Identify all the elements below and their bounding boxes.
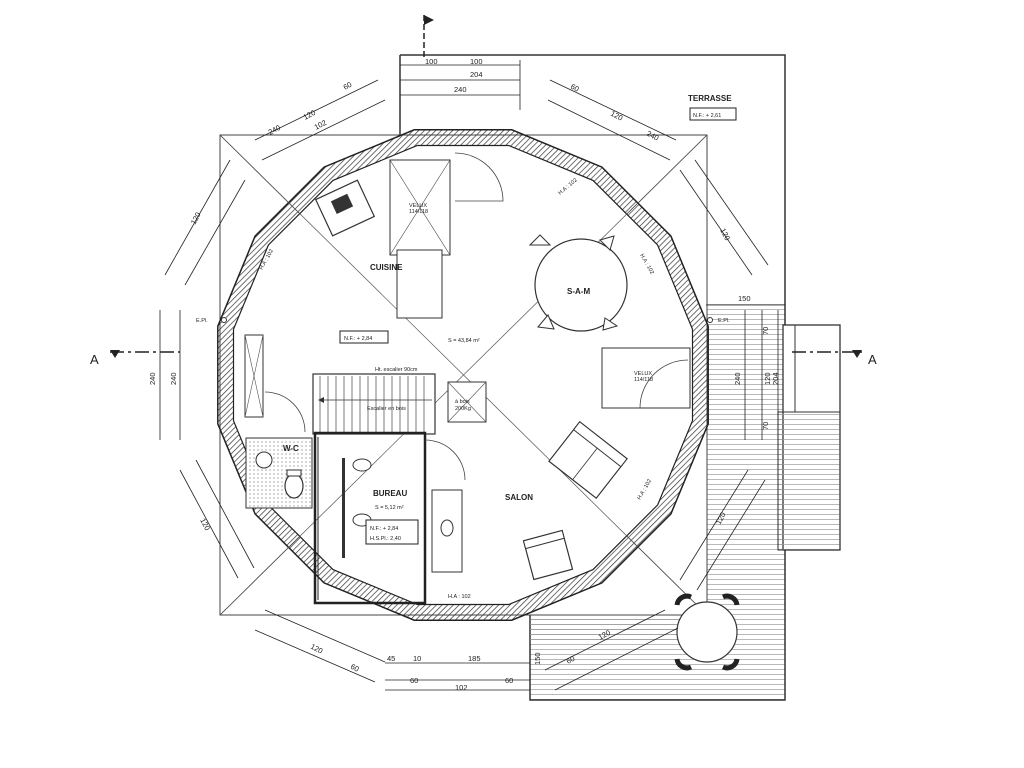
dim-label: 60 (349, 662, 361, 674)
wood-storage (447, 381, 487, 423)
section-label-left: A (90, 352, 99, 367)
velux-size: 114/118 (409, 209, 428, 215)
velux-right-size: 114/118 (634, 377, 653, 383)
terrace-label: TERRASSE (688, 94, 732, 103)
dim-label: 120 (718, 227, 732, 242)
level-tag (339, 330, 389, 344)
dim-label: 70 (761, 422, 770, 430)
dim-label: 45 (387, 654, 395, 663)
room-wc: W-C (283, 444, 299, 453)
velux-right-label: VELUX (634, 371, 652, 377)
dim-label: 150 (738, 294, 751, 303)
stair-note: Ht. escalier 90cm (375, 367, 418, 373)
dim-label: 10 (413, 654, 421, 663)
dim-label: 240 (148, 372, 157, 385)
dim-label: 120 (609, 109, 624, 123)
heating-left: E.Pl. (196, 318, 208, 324)
stair-storage: Escalier en bois (367, 406, 406, 412)
terrace-level: N.F.: + 2,61 (693, 113, 721, 119)
sofa (548, 420, 628, 500)
dim-label: 120 (302, 108, 317, 122)
dim-label: 204 (771, 372, 780, 385)
room-living: SALON (505, 493, 533, 502)
section-marker-left (110, 350, 180, 358)
section-marker-right (792, 350, 862, 358)
dim-top (400, 60, 521, 110)
dim-label: 60 (565, 654, 577, 666)
dim-label: 120 (198, 517, 212, 532)
office-level-tag (365, 519, 419, 545)
north-flag (423, 15, 434, 60)
wc-room (245, 391, 313, 509)
dim-diagonal (164, 79, 769, 691)
window-height: H.A : 102 (448, 594, 471, 600)
terrace-table (674, 593, 740, 671)
dim-label: 150 (533, 652, 542, 665)
dim-label: 102 (313, 118, 328, 132)
exterior-stair (777, 324, 841, 551)
main-level: N.F.: + 2,84 (344, 336, 372, 342)
room-dining: S-A-M (567, 287, 590, 296)
wood-storage-weight: 200Kg (455, 406, 471, 412)
velux-label: VELUX (409, 203, 427, 209)
section-label-right: A (868, 352, 877, 367)
room-kitchen: CUISINE (370, 263, 403, 272)
kitchen-sink (314, 179, 376, 237)
office-level: N.F.: + 2,84 (370, 526, 398, 532)
dim-label: 185 (468, 654, 481, 663)
dim-label: 70 (761, 327, 770, 335)
dim-label: 240 (454, 85, 467, 94)
kitchen-counter (389, 159, 451, 319)
office-room (313, 431, 466, 605)
kitchen-door-swing (454, 152, 504, 202)
dim-right (744, 310, 779, 550)
dim-label: 102 (455, 683, 468, 692)
terrace-level-tag (689, 107, 737, 121)
dim-label: 60 (410, 676, 418, 685)
main-area: S = 43,84 m² (448, 338, 480, 344)
office-area: S = 5,12 m² (375, 505, 404, 511)
dim-label: 120 (309, 642, 324, 656)
dim-label: 60 (342, 80, 354, 92)
dim-bottom (385, 662, 530, 691)
interior-stair (312, 373, 436, 435)
heating-right: E.Pl. (718, 318, 730, 324)
dim-left (159, 310, 181, 440)
dim-label: 60 (569, 82, 581, 94)
dim-label: 120 (763, 372, 772, 385)
dim-label: 240 (733, 372, 742, 385)
dim-label: 240 (169, 372, 178, 385)
dim-label: 100 (470, 57, 483, 66)
wood-storage-label: à bois (455, 399, 470, 405)
dim-label: 100 (425, 57, 438, 66)
dim-label: 120 (189, 211, 203, 226)
velux-right (601, 347, 691, 409)
dim-label: 60 (505, 676, 513, 685)
office-ceiling: H.S.Pl.: 2,40 (370, 536, 401, 542)
dining-table (528, 234, 628, 332)
room-office: BUREAU (373, 489, 407, 498)
armchair (522, 529, 574, 581)
dim-label: 204 (470, 70, 483, 79)
